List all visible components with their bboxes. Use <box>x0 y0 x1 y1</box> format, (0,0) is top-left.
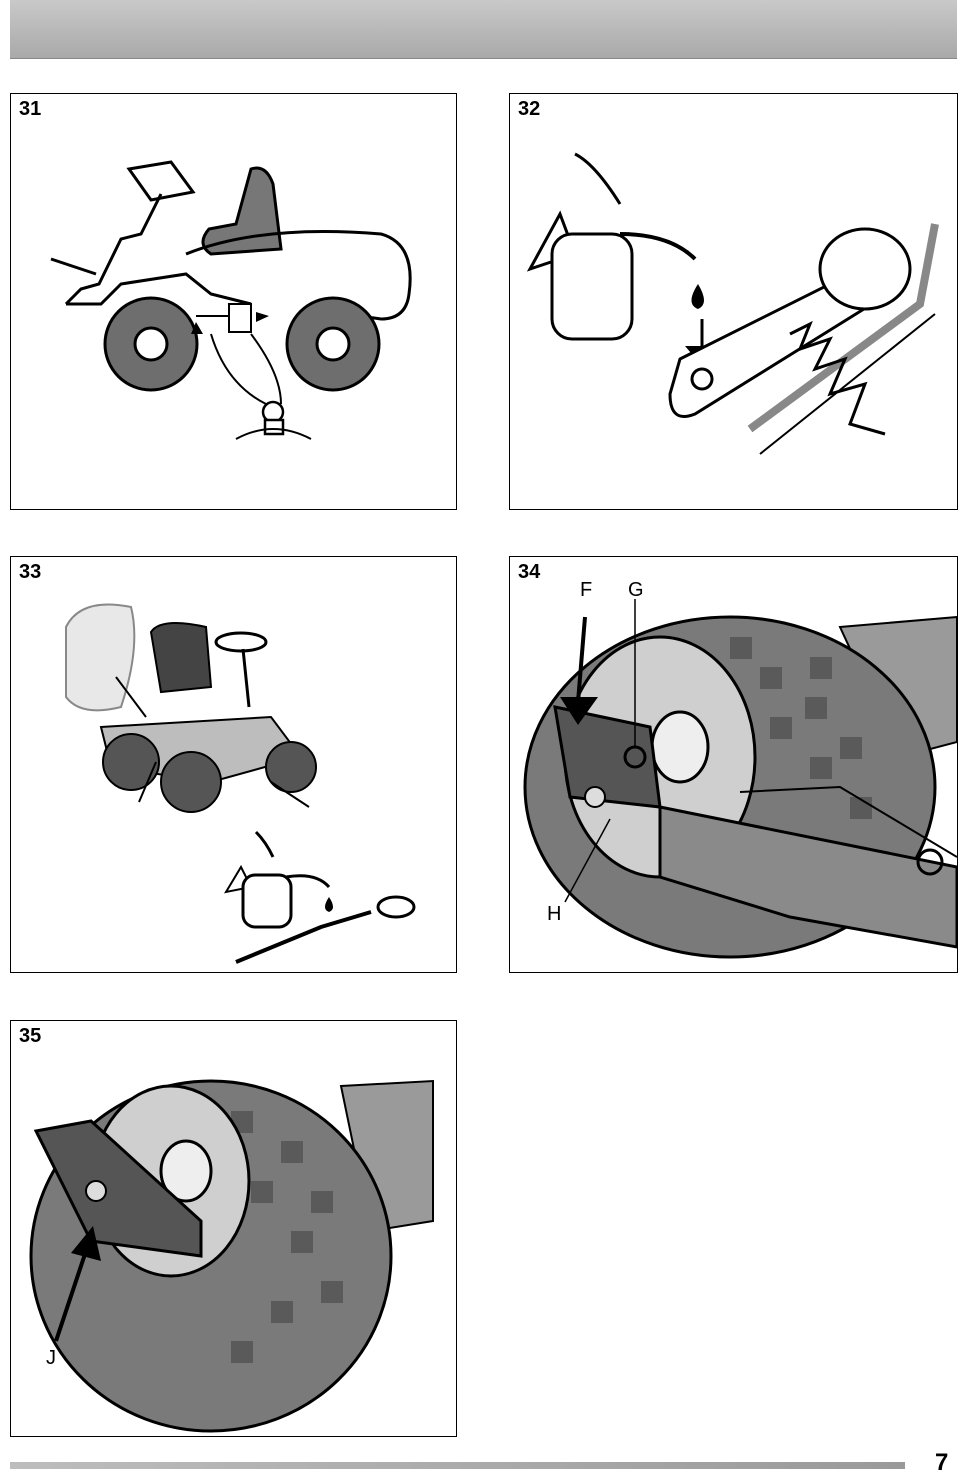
oil-drop-icon <box>325 897 333 912</box>
label-g: G <box>628 579 644 601</box>
oil-can-body <box>550 232 634 341</box>
figure-number: 32 <box>518 98 541 120</box>
oil-can-illustration <box>526 152 939 455</box>
mower-cable-illustration <box>65 603 416 964</box>
label-f: F <box>580 579 593 601</box>
oil-drop-icon <box>691 284 704 309</box>
label-h: H <box>547 903 562 925</box>
figure-31: 31 <box>10 93 457 510</box>
figure-number: 34 <box>518 561 541 583</box>
figure-number: 35 <box>19 1025 42 1047</box>
figure-number: 31 <box>19 98 42 120</box>
hitch-mount-illustration <box>29 1079 434 1433</box>
figure-number: 33 <box>19 561 42 583</box>
figure-35: 35 J <box>10 1020 457 1437</box>
figure-32: 32 <box>509 93 958 510</box>
header-bar <box>10 0 957 59</box>
footer-bar <box>10 1462 905 1469</box>
rear-hitch-illustration <box>523 599 957 959</box>
figure-34: 34 F G H <box>509 556 958 973</box>
page-number: 7 <box>935 1449 949 1476</box>
mower-lubrication-illustration <box>50 160 412 440</box>
label-j: J <box>46 1347 56 1369</box>
arrow-up-icon <box>71 1226 101 1261</box>
arrow-down-icon <box>560 697 598 725</box>
figure-33: 33 <box>10 556 457 973</box>
